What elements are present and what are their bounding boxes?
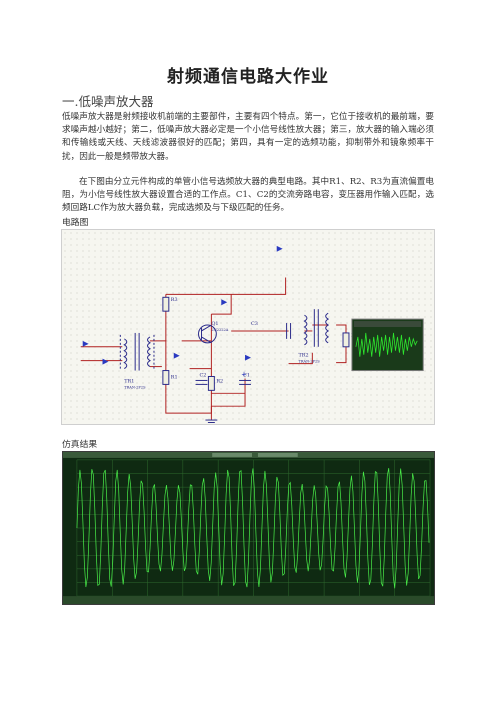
r3-label: R3 bbox=[171, 297, 178, 303]
tr1-model: TRAN-2P2S bbox=[124, 385, 146, 389]
circuit-caption: 电路图 bbox=[62, 218, 89, 228]
plot-waveform bbox=[76, 468, 430, 589]
r1-label: R1 bbox=[171, 374, 178, 380]
r2-label: R2 bbox=[216, 378, 223, 384]
paragraph-intro: 低噪声放大器是射频接收机前端的主要部件，主要有四个特点。第一，它位于接收机的最前… bbox=[62, 112, 434, 162]
voltage-probes: + bbox=[82, 245, 283, 378]
transformer-tr1 bbox=[119, 332, 155, 371]
plot-footer bbox=[63, 596, 434, 604]
paragraph-circuit-description: 在下图由分立元件构成的单管小信号选频放大器的典型电路。其中R1、R2、R3为直流… bbox=[62, 177, 434, 214]
probe-icon bbox=[102, 358, 109, 365]
plot-grid bbox=[76, 459, 431, 597]
probe-icon bbox=[245, 354, 251, 361]
q1-label: Q1 bbox=[211, 321, 218, 327]
probe-icon bbox=[221, 299, 228, 306]
tr1-label: TR1 bbox=[124, 378, 134, 384]
capacitor-c3 bbox=[286, 323, 292, 339]
resistor-rl bbox=[342, 332, 350, 348]
q1-model: 2N2222A bbox=[211, 328, 228, 332]
plot-header-tab bbox=[212, 452, 252, 457]
document-title: 射频通信电路大作业 bbox=[167, 67, 329, 87]
circuit-diagram: TR1 TRAN-2P2S R3 Q1 2N2222A C3 TR2 bbox=[61, 229, 435, 425]
resistor-r1 bbox=[162, 370, 170, 385]
capacitor-c1 bbox=[239, 379, 251, 385]
simulation-caption: 仿真结果 bbox=[62, 440, 98, 450]
resistor-r3 bbox=[162, 296, 170, 312]
probe-icon bbox=[173, 352, 180, 359]
simulation-result bbox=[62, 451, 435, 605]
resistor-r2 bbox=[207, 375, 215, 391]
c3-label: C3 bbox=[251, 321, 258, 327]
transformer-tr2 bbox=[303, 309, 330, 347]
tr2-label: TR2 bbox=[298, 353, 308, 359]
oscilloscope-inset bbox=[351, 318, 424, 372]
circuit-wires bbox=[80, 277, 347, 421]
capacitor-c2 bbox=[195, 379, 208, 385]
simulation-plot bbox=[63, 452, 434, 604]
probe-icon bbox=[82, 340, 89, 347]
circuit-schematic: TR1 TRAN-2P2S R3 Q1 2N2222A C3 TR2 bbox=[80, 245, 424, 424]
tr2-model: TRAN-2P2S bbox=[298, 360, 320, 364]
transistor-q1 bbox=[198, 324, 217, 344]
marker-plus-icon: + bbox=[241, 370, 247, 378]
plot-header-tab bbox=[257, 452, 298, 457]
section-heading: 一.低噪声放大器 bbox=[62, 94, 154, 109]
probe-icon bbox=[276, 245, 283, 252]
c2-label: C2 bbox=[200, 372, 207, 378]
ground-icon bbox=[205, 419, 218, 424]
c1-label: C1 bbox=[243, 372, 250, 378]
